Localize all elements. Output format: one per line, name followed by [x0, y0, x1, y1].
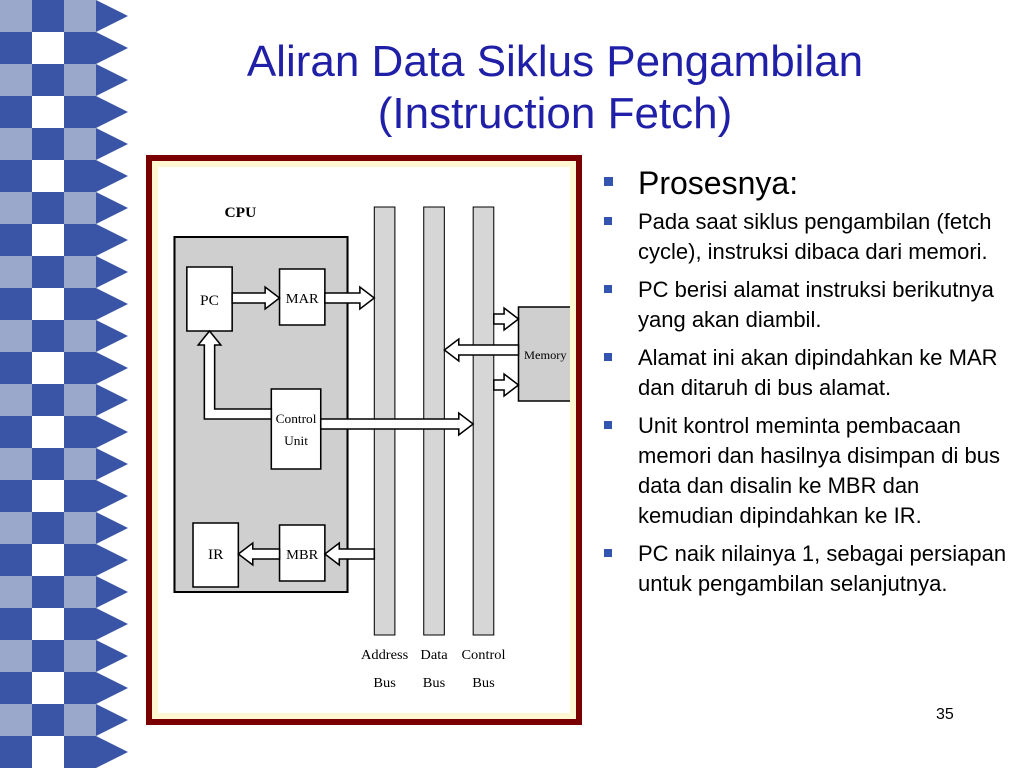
control-bus-to-memory-arrow	[493, 372, 520, 398]
diagram-frame: CPU PC MAR Control Unit IR MBR Memory	[146, 155, 582, 725]
control-bus	[472, 206, 495, 636]
memory-box	[517, 306, 570, 402]
slide-title: Aliran Data Siklus Pengambilan (Instruct…	[150, 36, 960, 140]
data-bus-label-line2: Bus	[423, 675, 446, 691]
list-item: PC naik nilainya 1, sebagai persiapan un…	[600, 539, 1020, 599]
memory-label: Memory	[524, 348, 567, 362]
slide-title-line1: Aliran Data Siklus Pengambilan	[246, 37, 864, 86]
square-bullet-icon	[604, 421, 612, 429]
control-unit-label-line1: Control	[276, 411, 317, 426]
bullet-list: Prosesnya: Pada saat siklus pengambilan …	[600, 165, 1020, 607]
square-bullet-icon	[604, 177, 613, 186]
address-bus-label-line1: Address	[361, 647, 409, 663]
ir-label: IR	[208, 546, 224, 563]
bullet-text: Alamat ini akan dipindahkan ke MAR dan d…	[638, 345, 998, 400]
pc-label: PC	[200, 292, 219, 309]
mbr-register	[278, 524, 326, 582]
left-decorative-border	[0, 0, 132, 768]
bullet-heading-text: Prosesnya:	[638, 165, 799, 201]
memory-to-data-bus-arrow	[443, 337, 520, 363]
bullet-text: Unit kontrol meminta pembacaan memori da…	[638, 413, 1000, 528]
square-bullet-icon	[604, 549, 612, 557]
bullet-text: Pada saat siklus pengambilan (fetch cycl…	[638, 209, 992, 264]
list-item: Unit kontrol meminta pembacaan memori da…	[600, 411, 1020, 531]
square-bullet-icon	[604, 217, 612, 225]
bullet-text: PC naik nilainya 1, sebagai persiapan un…	[638, 541, 1007, 596]
mar-to-address-bus-arrow	[324, 285, 376, 311]
mbr-to-ir-arrow	[237, 541, 281, 567]
data-bus-label-line1: Data	[420, 647, 448, 663]
control-bus-label-line1: Control	[461, 647, 505, 663]
control-bus-label-line2: Bus	[472, 675, 495, 691]
ir-register	[192, 522, 240, 588]
list-item: Alamat ini akan dipindahkan ke MAR dan d…	[600, 343, 1020, 403]
square-bullet-icon	[604, 285, 612, 293]
list-item: PC berisi alamat instruksi berikutnya ya…	[600, 275, 1020, 335]
address-bus-to-memory-arrow	[493, 306, 520, 332]
address-bus-label-line2: Bus	[373, 675, 396, 691]
fetch-cycle-diagram: CPU PC MAR Control Unit IR MBR Memory	[158, 167, 570, 713]
control-unit-to-pc-arrow	[196, 329, 273, 420]
control-unit-box	[270, 388, 322, 470]
bullet-text: PC berisi alamat instruksi berikutnya ya…	[638, 277, 994, 332]
slide-number: 35	[936, 706, 954, 723]
mar-label: MAR	[286, 291, 319, 307]
mbr-label: MBR	[286, 547, 319, 563]
cpu-label: CPU	[225, 204, 257, 221]
data-bus-to-mbr-arrow	[323, 541, 376, 567]
diagram-mat: CPU PC MAR Control Unit IR MBR Memory	[152, 161, 576, 719]
square-bullet-icon	[604, 353, 612, 361]
slide-title-line2: (Instruction Fetch)	[377, 89, 733, 138]
control-unit-to-control-bus-arrow	[319, 411, 475, 437]
mar-register	[278, 268, 326, 326]
list-item: Pada saat siklus pengambilan (fetch cycl…	[600, 207, 1020, 267]
bullet-heading: Prosesnya:	[600, 165, 1020, 201]
pc-to-mar-arrow	[231, 285, 281, 311]
control-unit-label-line2: Unit	[284, 433, 308, 448]
